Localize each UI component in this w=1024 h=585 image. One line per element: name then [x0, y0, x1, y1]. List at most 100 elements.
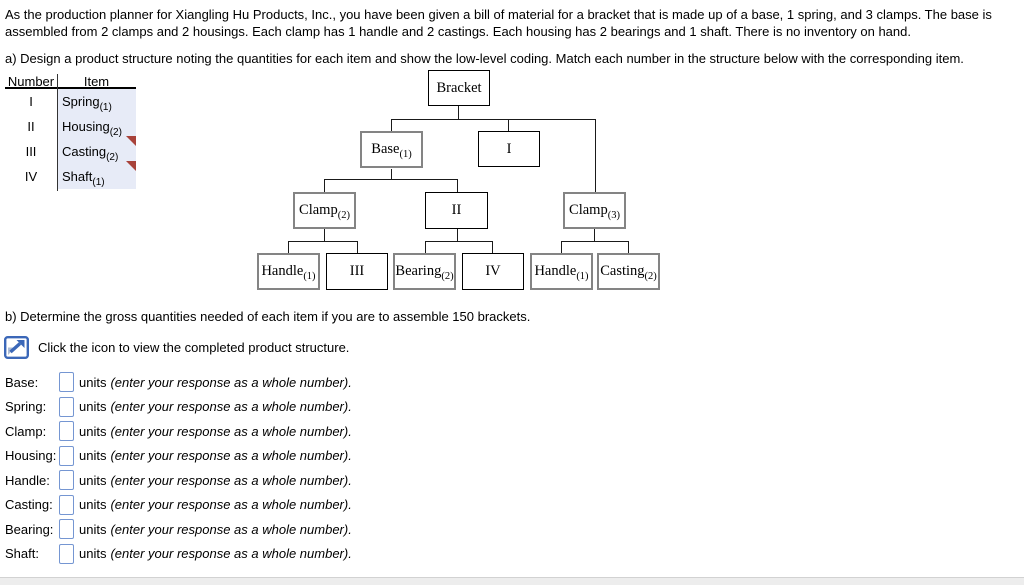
node-subscript: (2)	[644, 271, 657, 282]
tree-connector	[324, 179, 458, 180]
answer-label: Shaft:	[5, 546, 39, 561]
handle-units-input[interactable]	[59, 470, 74, 490]
tree-connector	[561, 241, 562, 253]
housing-units-input[interactable]	[59, 445, 74, 466]
item-label: Casting	[62, 144, 107, 159]
item-answer-cell[interactable]: Shaft(1)	[57, 161, 136, 189]
node-label: Base	[371, 141, 400, 157]
number-cell: III	[25, 144, 37, 159]
tree-connector	[594, 229, 595, 241]
node-label: II	[451, 202, 462, 218]
answer-row-handle: Handle: units (enter your response as a …	[5, 470, 352, 490]
tree-connector	[457, 229, 458, 241]
answers-section: Base: units (enter your response as a wh…	[5, 372, 352, 568]
units-hint: (enter your response as a whole number).	[110, 472, 352, 488]
node-subscript: (1)	[303, 271, 316, 282]
tree-node-handle-1: Handle(1)	[257, 253, 320, 290]
part-a-text: a) Design a product structure noting the…	[5, 51, 964, 66]
units-label: units	[79, 546, 107, 561]
node-label: III	[349, 263, 365, 279]
number-cell: II	[27, 119, 35, 134]
units-label: units	[79, 472, 107, 488]
tree-node-handle-2: Handle(1)	[530, 253, 593, 290]
tree-connector	[324, 229, 325, 241]
node-label: Clamp	[299, 202, 338, 218]
item-subscript: (2)	[109, 127, 122, 138]
shaft-units-input[interactable]	[59, 543, 74, 564]
number-cell: IV	[24, 169, 38, 184]
clamp-units-input[interactable]	[59, 421, 74, 441]
header-number: Number	[7, 74, 55, 89]
tree-connector	[492, 241, 493, 253]
icon-caption: Click the icon to view the completed pro…	[38, 340, 350, 355]
tree-connector	[561, 241, 629, 242]
item-subscript: (1)	[92, 177, 105, 188]
base-units-input[interactable]	[59, 372, 74, 392]
units-label: units	[79, 521, 107, 537]
answer-row-clamp: Clamp: units (enter your response as a w…	[5, 421, 352, 441]
table-column-divider	[57, 74, 58, 191]
table-row: II Housing(2)	[5, 114, 136, 139]
tree-connector	[324, 179, 325, 192]
tree-connector	[391, 169, 392, 179]
table-row: IV Shaft(1)	[5, 161, 136, 189]
answer-label: Clamp:	[5, 423, 47, 439]
tree-slot-2: II	[425, 192, 488, 229]
node-subscript: (2)	[337, 210, 350, 221]
node-label: Handle	[534, 263, 577, 279]
tree-slot-1: I	[478, 131, 540, 167]
match-table-header: Number Item	[5, 74, 136, 89]
tree-connector	[391, 119, 596, 120]
tree-node-bearing: Bearing(2)	[393, 253, 456, 290]
product-structure-tree: Bracket Base(1) I Clamp(2) II Clamp(3) H…	[257, 70, 660, 290]
node-label: I	[506, 140, 512, 157]
node-label: Clamp	[569, 202, 608, 218]
table-row: III Casting(2)	[5, 136, 136, 164]
answer-label: Base:	[5, 374, 39, 390]
node-label: Handle	[261, 263, 304, 279]
icon-row: Click the icon to view the completed pro…	[4, 336, 349, 359]
item-label: Shaft	[62, 169, 93, 184]
node-label: IV	[485, 263, 501, 279]
units-hint: (enter your response as a whole number).	[110, 448, 352, 463]
tree-node-casting: Casting(2)	[597, 253, 660, 290]
node-subscript: (3)	[607, 210, 620, 221]
tree-node-clamp-3: Clamp(3)	[563, 192, 626, 229]
casting-units-input[interactable]	[59, 494, 74, 515]
table-row: I Spring(1)	[5, 89, 136, 114]
item-label: Spring	[62, 94, 100, 109]
intro-text: As the production planner for Xiangling …	[5, 7, 992, 39]
answer-row-shaft: Shaft: units (enter your response as a w…	[5, 543, 352, 564]
tree-connector	[628, 241, 629, 253]
item-answer-cell[interactable]: Casting(2)	[57, 136, 136, 164]
units-hint: (enter your response as a whole number).	[110, 423, 352, 439]
spring-units-input[interactable]	[59, 396, 74, 417]
item-answer-cell[interactable]: Spring(1)	[57, 89, 136, 114]
units-hint: (enter your response as a whole number).	[110, 399, 352, 414]
tree-connector	[508, 119, 509, 131]
bearing-units-input[interactable]	[59, 519, 74, 539]
answer-row-casting: Casting: units (enter your response as a…	[5, 494, 352, 515]
tree-connector	[595, 119, 596, 192]
tree-connector	[357, 241, 358, 253]
tree-node-base: Base(1)	[360, 131, 423, 168]
answer-row-spring: Spring: units (enter your response as a …	[5, 396, 352, 417]
tree-connector	[288, 241, 358, 242]
tree-node-bracket: Bracket	[428, 70, 490, 106]
answer-label: Bearing:	[5, 521, 54, 537]
part-b-text: b) Determine the gross quantities needed…	[5, 309, 531, 324]
units-hint: (enter your response as a whole number).	[110, 497, 352, 512]
answer-row-housing: Housing: units (enter your response as a…	[5, 445, 352, 466]
units-label: units	[79, 497, 107, 512]
tree-connector	[458, 106, 459, 120]
tree-node-clamp-2: Clamp(2)	[293, 192, 356, 229]
item-answer-cell[interactable]: Housing(2)	[57, 114, 136, 139]
tree-connector	[425, 241, 493, 242]
node-subscript: (1)	[576, 271, 589, 282]
answer-label: Handle:	[5, 472, 50, 488]
node-label: Bearing	[395, 263, 442, 279]
view-structure-icon[interactable]	[4, 336, 29, 359]
tree-slot-3: III	[326, 253, 388, 290]
item-label: Housing	[62, 119, 110, 134]
